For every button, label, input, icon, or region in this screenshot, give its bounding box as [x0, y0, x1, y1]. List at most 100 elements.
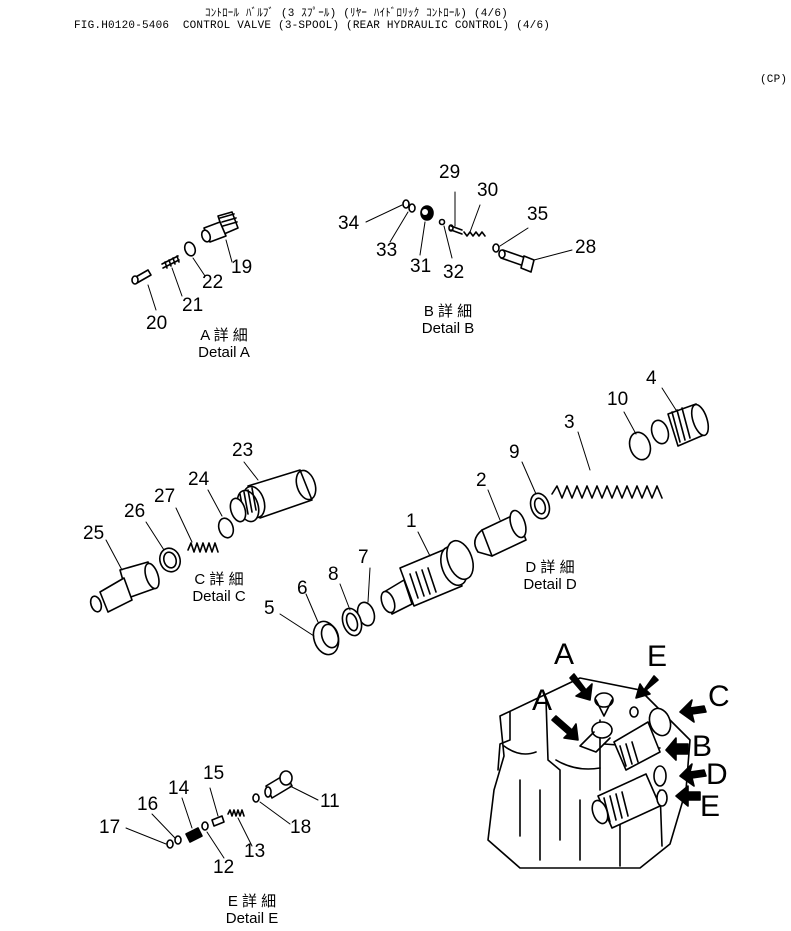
part-number-7: 7: [358, 547, 369, 568]
view-letter-d: D: [706, 758, 728, 791]
part-number-29: 29: [439, 162, 461, 183]
part-12-ball: [202, 822, 208, 830]
detail-c-en: Detail C: [192, 588, 246, 605]
part-4-plug: [649, 403, 712, 446]
view-letter-e-lower: E: [700, 790, 721, 823]
part-number-13: 13: [244, 841, 266, 862]
view-letter-b: B: [692, 730, 713, 763]
part-number-21: 21: [182, 295, 204, 316]
part-20-bolt: [132, 270, 151, 284]
part-8-washer: [339, 606, 365, 638]
part-13-spring: [228, 810, 244, 816]
part-number-28: 28: [575, 237, 597, 258]
detail-e-parts: [126, 771, 318, 858]
overview-spool-upper: [580, 693, 674, 770]
part-number-1: 1: [406, 511, 417, 532]
part-26-collar: [157, 545, 183, 574]
detail-e-jp: E 詳 細: [227, 893, 277, 910]
detail-d-caption: D 詳 細 Detail D: [512, 559, 588, 593]
part-number-11: 11: [320, 791, 340, 812]
part-19-plug: [200, 212, 238, 243]
part-9-washer: [527, 491, 552, 521]
part-28-plug: [499, 250, 534, 272]
detail-c-jp: C 詳 細: [194, 571, 244, 588]
part-23-sleeve: [228, 468, 320, 524]
part-14-poppet: [186, 828, 202, 842]
title-japanese: ｺﾝﾄﾛｰﾙ ﾊﾞﾙﾌﾞ (3 ｽﾌﾟｰﾙ) (ﾘﾔｰ ﾊｲﾄﾞﾛﾘｯｸ ｺﾝﾄ…: [205, 8, 508, 20]
part-2-stopper: [475, 509, 529, 556]
part-number-27: 27: [154, 486, 176, 507]
part-number-16: 16: [137, 794, 159, 815]
part-number-12: 12: [213, 857, 235, 878]
detail-e-caption: E 詳 細 Detail E: [214, 893, 290, 927]
part-16-ring: [175, 836, 181, 844]
part-6-5-cap: [309, 618, 342, 658]
detail-b-en: Detail B: [421, 320, 475, 337]
detail-c-caption: C 詳 細 Detail C: [181, 571, 257, 605]
arrow-b: [666, 738, 688, 760]
part-27-spring: [188, 543, 218, 552]
part-number-19: 19: [231, 257, 253, 278]
detail-c-parts: [89, 462, 319, 613]
part-number-31: 31: [410, 256, 432, 277]
part-number-23: 23: [232, 440, 254, 461]
part-35-o-ring: [493, 244, 499, 252]
part-number-6: 6: [297, 578, 308, 599]
part-number-20: 20: [146, 313, 168, 334]
valve-body-overview: [488, 674, 706, 868]
main-spool-assembly: [280, 388, 712, 658]
part-number-4: 4: [646, 368, 657, 389]
detail-a-en: Detail A: [198, 344, 250, 361]
arrow-c: [680, 700, 706, 722]
detail-a-parts: [132, 212, 238, 310]
part-30-spring: [464, 232, 485, 236]
arrow-a-upper: [570, 674, 592, 700]
part-25-spool: [89, 562, 162, 613]
view-letter-c: C: [708, 680, 730, 713]
part-number-18: 18: [290, 817, 312, 838]
part-number-2: 2: [476, 470, 487, 491]
title-english: FIG.H0120-5406 CONTROL VALVE (3-SPOOL) (…: [74, 20, 551, 32]
detail-b-caption: B 詳 細 Detail B: [410, 303, 486, 337]
part-number-33: 33: [376, 240, 398, 261]
part-22-o-ring: [183, 241, 197, 258]
part-17-ring: [167, 840, 173, 848]
part-number-14: 14: [168, 778, 190, 799]
detail-b-jp: B 詳 細: [423, 303, 473, 320]
arrow-e-upper: [636, 676, 658, 698]
part-number-9: 9: [509, 442, 520, 463]
part-32-ball: [440, 220, 445, 225]
model-code: (CP): [760, 74, 788, 86]
part-21-spring: [162, 256, 179, 268]
detail-a-caption: A 詳 細 Detail A: [186, 327, 262, 361]
view-letter-a-lower: A: [532, 684, 553, 717]
part-34-ring: [403, 200, 409, 208]
part-33-ring: [409, 204, 415, 212]
part-number-35: 35: [527, 204, 549, 225]
part-number-34: 34: [338, 213, 360, 234]
part-number-22: 22: [202, 272, 224, 293]
part-1-spool: [379, 537, 479, 614]
part-31-poppet: [421, 206, 433, 220]
view-letter-e-upper: E: [647, 640, 668, 673]
part-number-30: 30: [477, 180, 499, 201]
part-number-24: 24: [188, 469, 210, 490]
part-15-seat: [212, 816, 224, 826]
part-number-15: 15: [203, 763, 225, 784]
detail-e-en: Detail E: [225, 910, 279, 927]
view-letter-a-upper: A: [554, 638, 575, 671]
arrow-d: [680, 764, 706, 786]
arrow-e-lower: [676, 786, 700, 806]
part-29-seat: [449, 225, 462, 234]
part-11-plug: [265, 771, 292, 798]
detail-d-jp: D 詳 細: [525, 559, 575, 576]
arrow-a-lower: [552, 716, 578, 740]
detail-b-parts: [366, 192, 572, 272]
part-number-17: 17: [99, 817, 121, 838]
detail-d-en: Detail D: [523, 576, 577, 593]
part-10-o-ring: [626, 430, 654, 463]
part-number-8: 8: [328, 564, 339, 585]
part-24-o-ring: [216, 516, 235, 539]
part-number-32: 32: [443, 262, 465, 283]
